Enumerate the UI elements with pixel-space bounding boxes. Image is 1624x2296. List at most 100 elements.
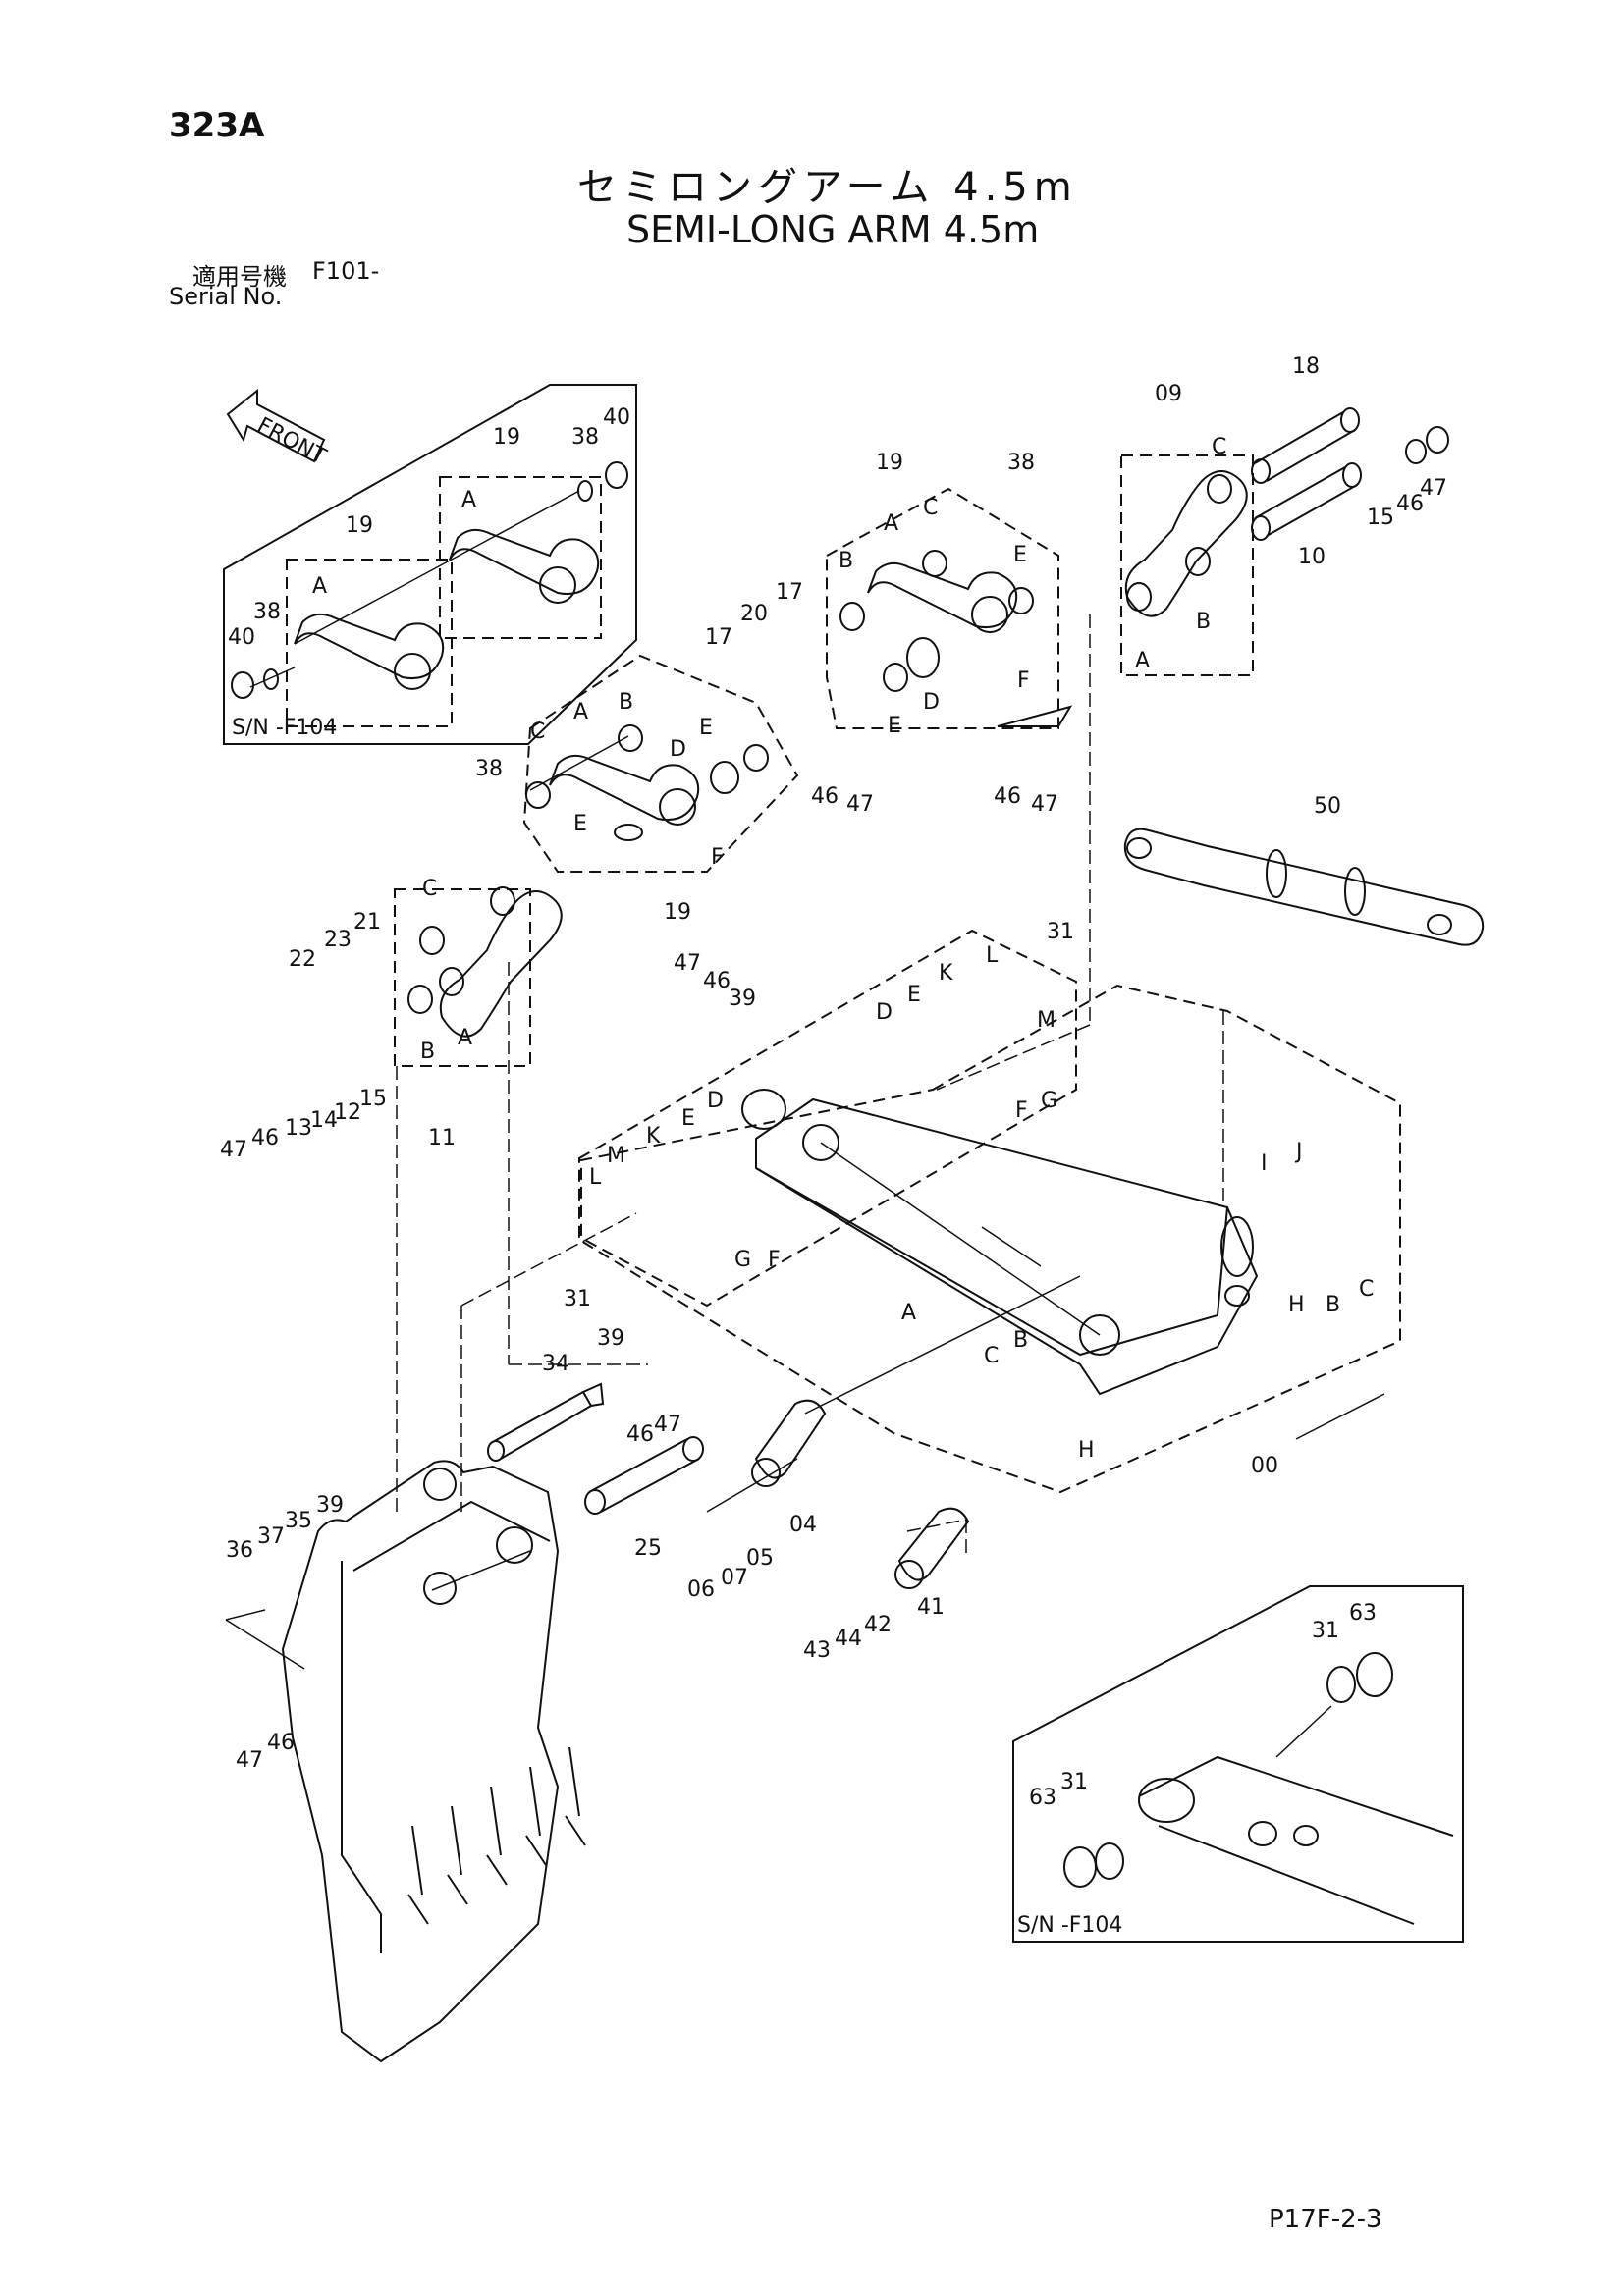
serial-model: F101- — [312, 257, 380, 285]
callout-10: 10 — [1298, 545, 1326, 569]
callout-A: A — [573, 700, 588, 724]
inset-ring-40b — [231, 671, 254, 699]
callout-38: 38 — [253, 600, 281, 624]
serial-label-japanese: 適用号機 — [192, 263, 287, 291]
callout-G: G — [1041, 1089, 1057, 1113]
pin-34 — [487, 1382, 605, 1462]
bucket — [225, 1460, 586, 2063]
pin-04 — [751, 1399, 827, 1487]
callout-B: B — [1326, 1293, 1340, 1317]
group-19-center-box — [522, 654, 799, 873]
callout-47: 47 — [1031, 792, 1058, 817]
callout-43: 43 — [803, 1638, 831, 1663]
group-11-box — [394, 888, 531, 1067]
inset-arm — [1138, 1755, 1454, 1925]
callout-17: 17 — [705, 625, 732, 650]
page-number: 323A — [169, 106, 265, 145]
callout-05: 05 — [746, 1546, 774, 1571]
callout-04: 04 — [789, 1513, 817, 1537]
callout-47: 47 — [674, 951, 701, 976]
callout-A: A — [884, 511, 898, 536]
serial-label-english: Serial No. — [169, 283, 283, 310]
callout-47: 47 — [236, 1748, 263, 1773]
callout-B: B — [839, 549, 853, 573]
callout-40: 40 — [228, 625, 255, 650]
pin-25 — [584, 1436, 704, 1515]
inset-ring-38a — [577, 480, 593, 502]
callout-46: 46 — [626, 1422, 654, 1447]
callout-C: C — [1359, 1277, 1374, 1302]
callout-B: B — [1196, 610, 1211, 634]
callout-F: F — [711, 845, 724, 870]
callout-D: D — [923, 690, 940, 715]
callout-A: A — [1135, 649, 1150, 673]
inset-dashed-upper — [439, 476, 602, 639]
callout-20: 20 — [740, 602, 768, 626]
callout-B: B — [1013, 1328, 1028, 1353]
callout-C: C — [1212, 435, 1226, 459]
callout-A: A — [458, 1026, 472, 1050]
callout-47: 47 — [654, 1413, 681, 1437]
callout-11: 11 — [428, 1126, 456, 1150]
callout-35: 35 — [285, 1509, 312, 1533]
title-japanese: セミロングアーム 4.5m — [577, 165, 1078, 210]
callout-41: 41 — [917, 1595, 945, 1620]
callout-K: K — [646, 1124, 661, 1148]
arm-body — [741, 1089, 1259, 1396]
inset-link-lower — [294, 613, 445, 679]
callout-F: F — [1015, 1098, 1028, 1123]
front-arrow-icon — [226, 388, 326, 463]
callout-38: 38 — [571, 425, 599, 450]
title-english: SEMI-LONG ARM 4.5m — [626, 208, 1040, 251]
callout-31: 31 — [1047, 920, 1074, 944]
callout-37: 37 — [257, 1524, 285, 1549]
callout-L: L — [589, 1165, 602, 1190]
callout-F: F — [768, 1248, 781, 1272]
callout-J: J — [1294, 1140, 1303, 1164]
callout-E: E — [573, 812, 587, 836]
callout-63: 63 — [1349, 1601, 1377, 1626]
callout-39: 39 — [316, 1493, 344, 1518]
callout-36: 36 — [226, 1538, 253, 1563]
inset-bottom-right — [1012, 1585, 1464, 1943]
inset-link-upper — [449, 528, 600, 595]
callout-46: 46 — [994, 784, 1021, 809]
pin-10 — [1251, 462, 1362, 541]
callout-12: 12 — [334, 1100, 361, 1125]
callout-23: 23 — [324, 928, 352, 952]
group-00-box — [580, 984, 1401, 1494]
serial-label-inset-top: S/N -F104 — [232, 716, 337, 740]
inset-ring-38b — [263, 668, 279, 690]
cylinder-50 — [1123, 828, 1485, 946]
callout-46: 46 — [1396, 492, 1424, 516]
callout-31: 31 — [564, 1287, 591, 1311]
pin-18 — [1251, 407, 1360, 484]
callout-46: 46 — [251, 1126, 279, 1150]
callout-19: 19 — [346, 513, 373, 538]
callout-14: 14 — [310, 1108, 338, 1133]
callout-25: 25 — [634, 1536, 662, 1561]
callout-38: 38 — [1007, 451, 1035, 475]
bushing-set-box — [578, 929, 1077, 1308]
callout-46: 46 — [811, 784, 839, 809]
callout-A: A — [312, 574, 327, 599]
callout-C: C — [422, 877, 437, 901]
callout-labels: 19 38 40 A 19 A 38 40 S/N -F104 FRONT 09… — [220, 354, 1447, 1938]
callout-00: 00 — [1251, 1454, 1278, 1478]
callout-M: M — [607, 1144, 625, 1168]
callout-17: 17 — [776, 580, 803, 605]
callout-44: 44 — [835, 1627, 862, 1651]
callout-31: 31 — [1060, 1770, 1088, 1794]
callout-E: E — [888, 714, 901, 738]
callout-D: D — [670, 737, 686, 762]
callout-47: 47 — [220, 1138, 247, 1162]
callout-F: F — [1017, 668, 1030, 693]
callout-E: E — [907, 983, 921, 1007]
callout-46: 46 — [267, 1731, 295, 1755]
callout-47: 47 — [1420, 476, 1447, 501]
callout-21: 21 — [353, 910, 381, 934]
callout-E: E — [681, 1106, 695, 1131]
callout-39: 39 — [729, 987, 756, 1011]
callout-19: 19 — [664, 900, 691, 925]
